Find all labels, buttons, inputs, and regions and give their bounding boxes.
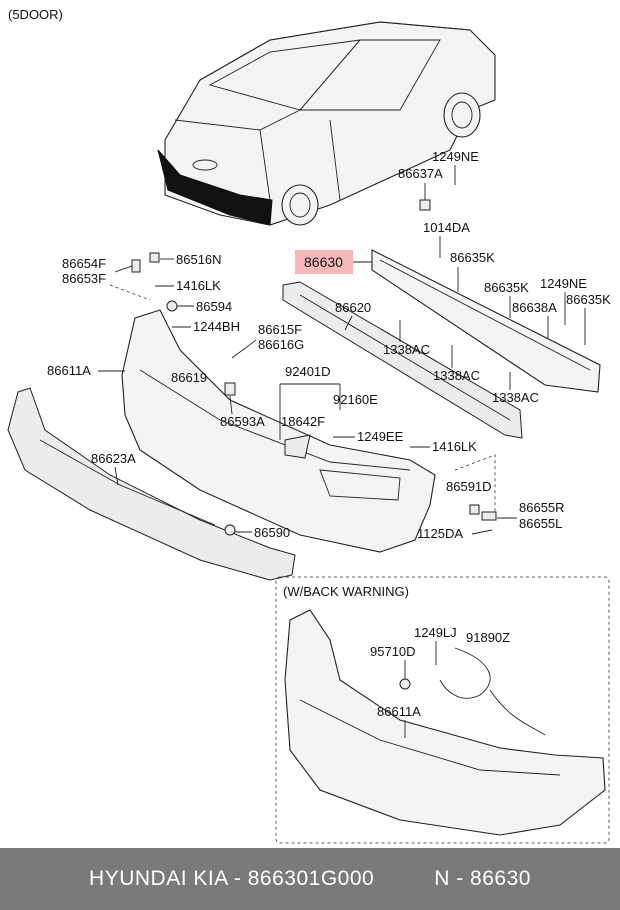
variant-label: (5DOOR) — [8, 7, 63, 22]
label-86654F: 86654F — [62, 256, 106, 271]
label-1249LJ: 1249LJ — [414, 625, 457, 640]
label-1338AC-b: 1338AC — [433, 368, 480, 383]
label-86635K-a: 86635K — [450, 250, 495, 265]
label-86620: 86620 — [335, 300, 371, 315]
label-86611A: 86611A — [47, 363, 91, 378]
label-1338AC-a: 1338AC — [383, 342, 430, 357]
label-86637A: 86637A — [398, 166, 443, 181]
label-86593A: 86593A — [220, 414, 265, 429]
label-1416LK-b: 1416LK — [432, 439, 477, 454]
label-18642F: 18642F — [281, 414, 325, 429]
parts-diagram: (5DOOR) 86630 1249NE 86637A 1014DA 86635… — [7, 7, 611, 844]
label-86516N: 86516N — [176, 252, 222, 267]
inset-title: (W/BACK WARNING) — [283, 584, 409, 599]
label-86619: 86619 — [171, 370, 207, 385]
rear-bumper-cover — [121, 309, 436, 553]
highlight-box — [295, 250, 353, 274]
label-86594: 86594 — [196, 299, 232, 314]
footer-bar: HYUNDAI KIA - 866301G000 N - 86630 — [0, 848, 620, 910]
label-86630: 86630 — [304, 254, 343, 270]
label-1416LK-a: 1416LK — [176, 278, 221, 293]
label-92160E: 92160E — [333, 392, 378, 407]
label-86635K-c: 86635K — [566, 292, 611, 307]
label-86591D: 86591D — [446, 479, 492, 494]
label-1249NE-top: 1249NE — [432, 149, 479, 164]
label-95710D: 95710D — [370, 644, 416, 659]
label-1249NE-r: 1249NE — [540, 276, 587, 291]
label-1014DA: 1014DA — [423, 220, 470, 235]
footer-ref-number: N - 86630 — [434, 867, 531, 890]
label-91890Z: 91890Z — [466, 630, 510, 645]
label-86653F: 86653F — [62, 271, 106, 286]
label-86638A: 86638A — [512, 300, 557, 315]
label-86655L: 86655L — [519, 516, 562, 531]
label-86616G: 86616G — [258, 337, 304, 352]
label-86611A-inset: 86611A — [377, 704, 421, 719]
car-illustration — [157, 21, 496, 226]
inset-box — [275, 576, 610, 844]
label-86615F: 86615F — [258, 322, 302, 337]
label-1249EE: 1249EE — [357, 429, 404, 444]
label-86635K-b: 86635K — [484, 280, 529, 295]
label-1244BH: 1244BH — [193, 319, 240, 334]
energy-absorber — [282, 281, 523, 439]
label-92401D: 92401D — [285, 364, 331, 379]
label-1125DA: 1125DA — [417, 526, 463, 541]
label-86590: 86590 — [254, 525, 290, 540]
footer-part-number: HYUNDAI KIA - 866301G000 — [89, 867, 375, 890]
label-1338AC-c: 1338AC — [492, 390, 539, 405]
lower-bumper-garnish — [7, 387, 296, 581]
label-86655R: 86655R — [519, 500, 565, 515]
label-86623A: 86623A — [91, 451, 136, 466]
inset-bumper-cover — [284, 609, 606, 836]
